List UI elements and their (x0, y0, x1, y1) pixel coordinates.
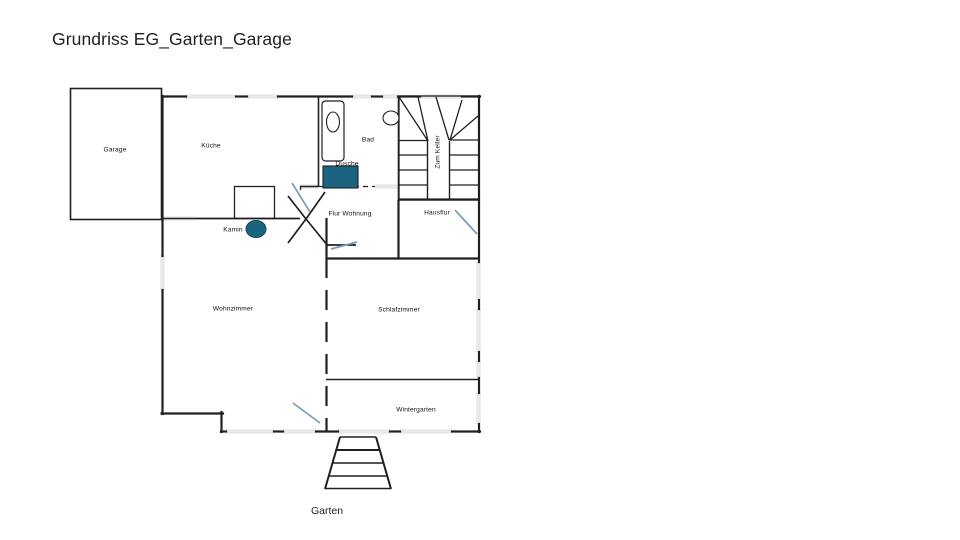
room-label-flur-wohnung: Flur Wohnung (328, 210, 372, 218)
room-label-kamin: Kamin (223, 226, 243, 234)
room-label-garten: Garten (310, 505, 344, 517)
garage-outline (69, 87, 163, 221)
room-label-schlafzimmer: Schlafzimmer (378, 306, 420, 314)
bathroom-fixtures (321, 100, 400, 189)
shower-fixture (322, 165, 359, 189)
alcove-box (233, 185, 276, 220)
garden-staircase (324, 436, 392, 490)
room-label-wintergarten: Wintergarten (396, 406, 436, 414)
door-swings (291, 182, 478, 424)
room-label-hausflur: Hausflur (424, 209, 450, 217)
room-label-bad: Bad (361, 136, 375, 144)
room-label-kueche: Küche (201, 142, 221, 150)
room-label-wohnzimmer: Wohnzimmer (212, 305, 254, 313)
bathtub-drain-icon (325, 111, 341, 133)
room-label-zum-keller: Zum Keller (434, 135, 442, 169)
door-leaves (287, 191, 356, 247)
cellar-staircase (398, 95, 480, 201)
fireplace-fixture (245, 220, 267, 238)
page-title: Grundriss EG_Garten_Garage (52, 29, 292, 49)
sink-fixture (382, 110, 400, 126)
room-label-dusche: Dusche (335, 160, 359, 168)
room-label-garage: Garage (103, 146, 127, 154)
